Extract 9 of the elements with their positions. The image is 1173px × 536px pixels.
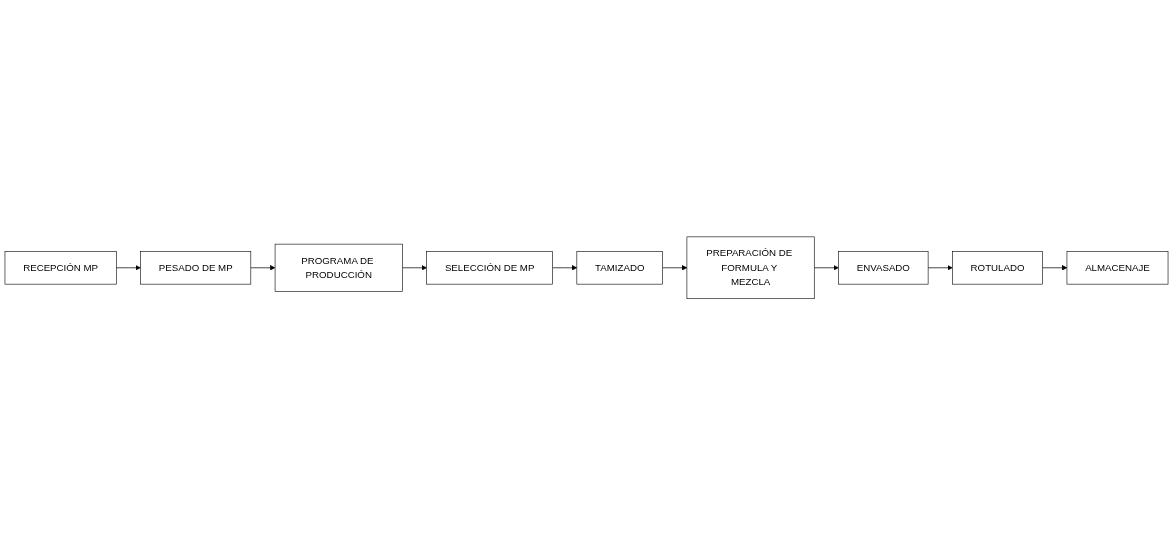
- node-box: TAMIZADO: [576, 251, 663, 285]
- node-box: ALMACENAJE: [1066, 251, 1169, 285]
- node-box: RECEPCIÓN MP: [4, 251, 117, 285]
- node-box: ROTULADO: [952, 251, 1043, 285]
- node-box: PREPARACIÓN DE FORMULA Y MEZCLA: [686, 236, 815, 300]
- node-box: PROGRAMA DE PRODUCCIÓN: [274, 244, 403, 292]
- node-box: ENVASADO: [838, 251, 929, 285]
- node-box: PESADO DE MP: [140, 251, 252, 285]
- node-box: SELECCIÓN DE MP: [426, 251, 553, 285]
